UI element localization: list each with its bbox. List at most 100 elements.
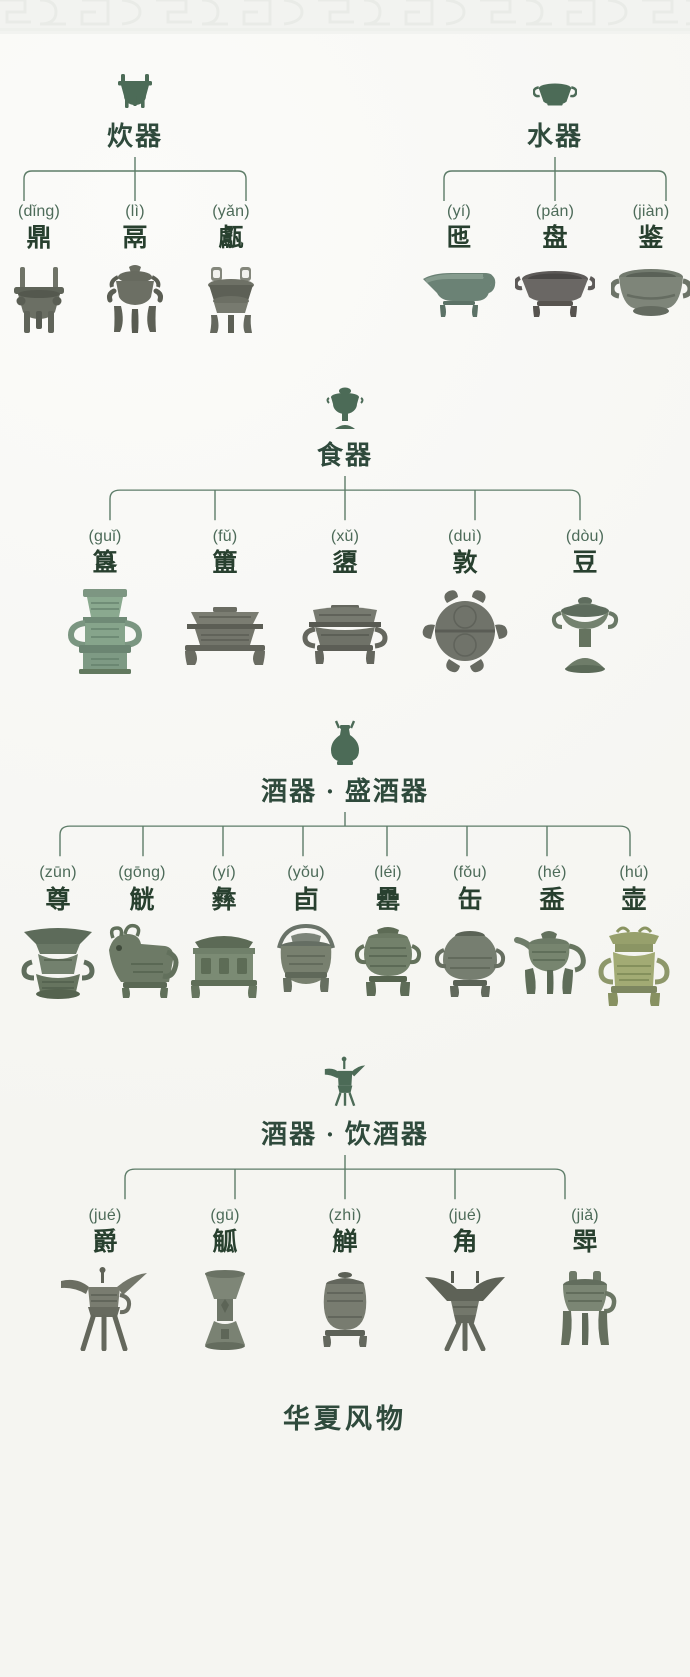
dui-vessel-photo xyxy=(417,585,513,677)
you-vessel-photo xyxy=(267,922,345,1000)
ding-tripod-icon xyxy=(113,68,157,110)
item-he[interactable]: (hé) 盉 xyxy=(512,864,592,1000)
pan-vessel-photo xyxy=(515,261,595,321)
item-pinyin: (gū) xyxy=(210,1206,240,1224)
item-pinyin: (dǐng) xyxy=(17,203,61,220)
item-pinyin: (zūn) xyxy=(39,864,77,882)
item-gu[interactable]: (gū) 觚 xyxy=(173,1207,277,1351)
item-gong[interactable]: (gōng) 觥 xyxy=(102,864,182,1000)
item-hanzi: 簠 xyxy=(212,550,238,578)
item-hanzi: 鼎 xyxy=(26,225,52,253)
yi-vessel-photo xyxy=(419,261,499,321)
item-ding[interactable]: (dǐng) 鼎 xyxy=(0,203,78,339)
item-yi[interactable]: (yí) 匜 xyxy=(420,203,498,321)
item-hanzi: 壶 xyxy=(621,886,647,914)
group-wine-drinking-title: 酒器 · 饮酒器 xyxy=(261,1119,429,1149)
item-jiao[interactable]: (jué) 角 xyxy=(413,1207,517,1351)
item-fu[interactable]: (fǔ) 簠 xyxy=(173,528,277,678)
item-yan[interactable]: (yǎn) 甗 xyxy=(192,203,270,339)
item-hanzi: 鬲 xyxy=(122,225,148,253)
item-pinyin: (yí) xyxy=(212,864,236,882)
jian-vessel-photo xyxy=(611,261,690,321)
item-pinyin: (jiàn) xyxy=(632,203,670,220)
gu-vessel-photo xyxy=(177,1265,273,1351)
item-pinyin: (léi) xyxy=(374,864,402,882)
item-pinyin: (yǒu) xyxy=(287,864,325,882)
ding-vessel-photo xyxy=(0,261,78,339)
item-jue[interactable]: (jué) 爵 xyxy=(53,1207,157,1351)
item-hanzi: 盨 xyxy=(332,550,358,578)
zun-vessel-photo xyxy=(18,922,98,1000)
item-pinyin: (jiǎ) xyxy=(571,1206,599,1224)
row-food-items: (guǐ) 簋 xyxy=(0,528,690,678)
lei-vessel-photo xyxy=(349,922,427,1000)
gong-vessel-photo xyxy=(103,922,181,1000)
item-pinyin: (hé) xyxy=(537,864,567,882)
item-hanzi: 斝 xyxy=(572,1229,598,1257)
item-lei[interactable]: (léi) 罍 xyxy=(348,864,428,1000)
item-hanzi: 鉴 xyxy=(638,225,664,253)
group-water-header: 水器 xyxy=(420,68,690,153)
group-cooking-header: 炊器 xyxy=(0,68,270,153)
item-hanzi: 觚 xyxy=(212,1229,238,1257)
row-water-items: (yí) 匜 xyxy=(420,203,690,321)
group-wine-storage-header: 酒器 · 盛酒器 xyxy=(0,720,690,808)
zhi-vessel-photo xyxy=(297,1265,393,1351)
item-hanzi: 敦 xyxy=(452,550,478,578)
bracket-cooking xyxy=(0,157,270,203)
jiao-vessel-photo xyxy=(417,1265,513,1351)
li-vessel-photo xyxy=(96,261,174,339)
group-water-title: 水器 xyxy=(526,122,583,151)
item-pinyin: (yí) xyxy=(447,203,471,220)
item-pinyin: (jué) xyxy=(88,1206,122,1224)
item-hanzi: 觥 xyxy=(129,886,155,914)
item-jia[interactable]: (jiǎ) 斝 xyxy=(533,1207,637,1351)
item-pinyin: (jué) xyxy=(448,1206,482,1224)
row-cooking-items: (dǐng) 鼎 xyxy=(0,203,270,339)
jue-vessel-photo xyxy=(57,1265,153,1351)
item-hanzi: 盘 xyxy=(542,225,568,253)
bracket-wine-drinking xyxy=(0,1154,690,1207)
item-zhi[interactable]: (zhì) 觯 xyxy=(293,1207,397,1351)
yan-vessel-photo xyxy=(192,261,270,339)
he-vessel-photo xyxy=(513,922,591,1000)
row-wine-drinking-items: (jué) 爵 xyxy=(0,1207,690,1351)
item-hanzi: 豆 xyxy=(572,550,598,578)
bracket-food xyxy=(0,475,690,528)
item-fou[interactable]: (fǒu) 缶 xyxy=(430,864,510,1000)
group-food-header: 食器 xyxy=(0,387,690,472)
scroll-pattern-icon xyxy=(0,0,690,31)
footer: 华夏风物 xyxy=(0,1351,690,1462)
basin-icon xyxy=(533,68,577,110)
item-jian[interactable]: (jiàn) 鉴 xyxy=(611,203,690,321)
item-hanzi: 罍 xyxy=(375,886,401,914)
row-wine-storage-items: (zūn) 尊 xyxy=(0,864,690,1008)
item-pinyin: (fǔ) xyxy=(212,527,238,545)
item-zun[interactable]: (zūn) 尊 xyxy=(16,864,100,1000)
item-pinyin: (yǎn) xyxy=(212,203,250,220)
brand-name: 华夏风物 xyxy=(283,1403,407,1434)
group-cooking: 炊器 (dǐng) 鼎 xyxy=(0,68,270,339)
item-hanzi: 甗 xyxy=(218,225,244,253)
item-dui[interactable]: (duì) 敦 xyxy=(413,528,517,678)
fou-vessel-photo xyxy=(431,922,509,1000)
item-hanzi: 缶 xyxy=(457,886,483,914)
item-hu[interactable]: (hú) 壶 xyxy=(594,864,674,1008)
item-yi2[interactable]: (yí) 彝 xyxy=(184,864,264,1000)
item-xu[interactable]: (xǔ) 盨 xyxy=(293,528,397,678)
item-you[interactable]: (yǒu) 卣 xyxy=(266,864,346,1000)
item-hanzi: 卣 xyxy=(293,886,319,914)
item-pinyin: (gōng) xyxy=(118,864,166,882)
yi2-vessel-photo xyxy=(185,922,263,1000)
item-pan[interactable]: (pán) 盘 xyxy=(515,203,595,321)
item-gui[interactable]: (guǐ) 簋 xyxy=(53,528,157,676)
dou-vessel-photo xyxy=(537,585,633,677)
item-pinyin: (pán) xyxy=(535,203,575,220)
item-hanzi: 簋 xyxy=(92,550,118,578)
item-hanzi: 觯 xyxy=(332,1229,358,1257)
section-cooking-and-water: 炊器 (dǐng) 鼎 xyxy=(0,34,690,339)
item-li[interactable]: (lì) 鬲 xyxy=(96,203,174,339)
hu-vessel-photo xyxy=(595,922,673,1008)
item-dou[interactable]: (dòu) 豆 xyxy=(533,528,637,678)
item-hanzi: 角 xyxy=(452,1229,478,1257)
